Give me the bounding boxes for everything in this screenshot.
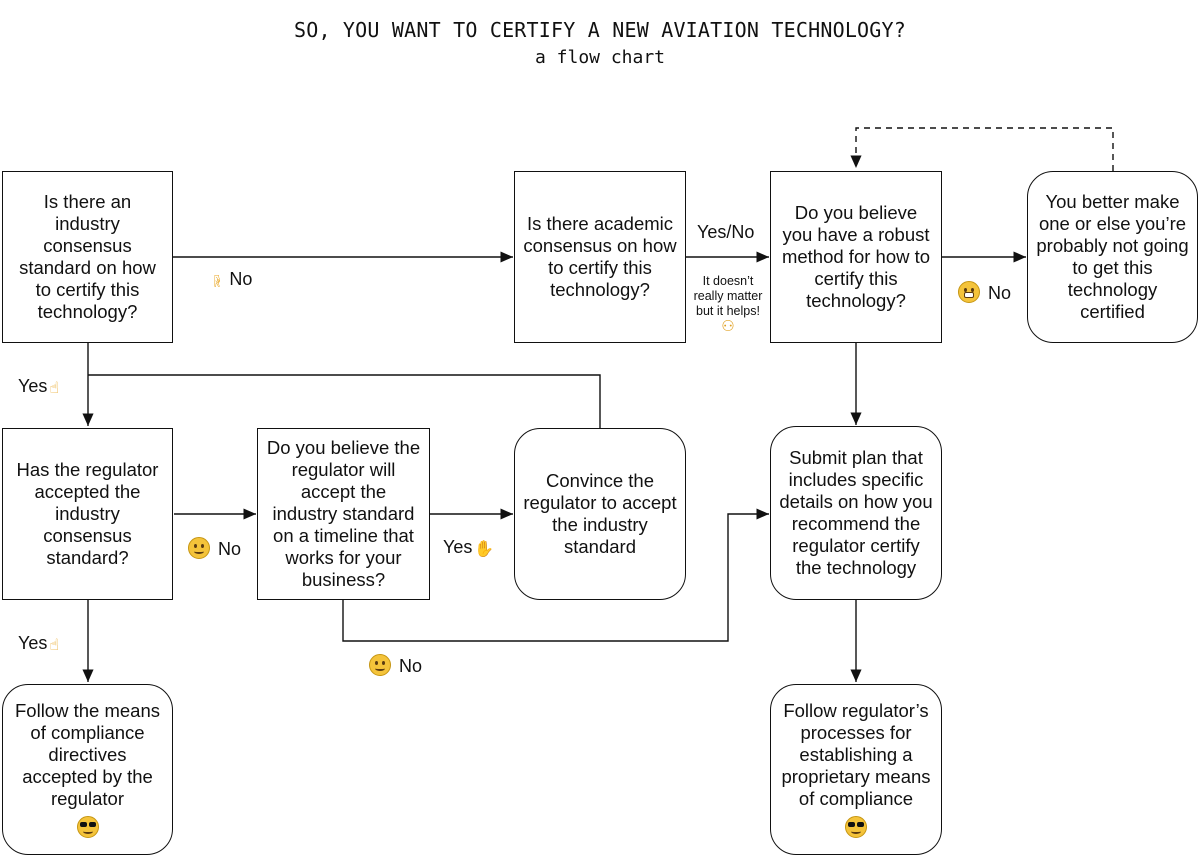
edge-believe-to-submit — [342, 508, 769, 642]
sunglasses-face-icon — [845, 816, 867, 839]
label-no-submit: No — [369, 654, 422, 677]
node-follow-processes-text: Follow regulator’s processes for establi… — [781, 700, 931, 809]
thumbs-up-icon: ☝ — [49, 637, 60, 654]
node-industry-consensus: Is there an industry consensus standard … — [2, 171, 173, 343]
sunglasses-face-icon — [76, 816, 99, 839]
node-follow-means: Follow the means of compliance directive… — [2, 684, 173, 855]
label-yes-convince: Yes✋ — [443, 537, 495, 558]
node-believe-regulator-text: Do you believe the regulator will accept… — [266, 437, 421, 590]
crying-face-icon — [188, 537, 210, 559]
node-submit-plan-text: Submit plan that includes specific detai… — [779, 447, 933, 578]
node-academic-consensus-text: Is there academic consensus on how to ce… — [523, 213, 677, 300]
node-believe-regulator: Do you believe the regulator will accept… — [257, 428, 430, 600]
node-make-one: You better make one or else you’re proba… — [1027, 171, 1198, 343]
chart-subtitle: a flow chart — [534, 47, 666, 68]
label-no-academic: ✌No — [210, 269, 253, 289]
node-convince-regulator: Convince the regulator to accept the ind… — [514, 428, 686, 600]
thumbs-down-icon: ✌ — [210, 271, 224, 288]
node-follow-processes: Follow regulator’s processes for establi… — [770, 684, 942, 855]
node-regulator-accepted-text: Has the regulator accepted the industry … — [16, 459, 159, 568]
edge-make-one-loop — [850, 127, 1114, 171]
label-no-believe: No — [188, 537, 241, 560]
label-yes-regulator: Yes☝ — [18, 376, 60, 397]
label-yes-no: Yes/No — [697, 222, 755, 242]
shrugging-person-icon: ⚇ — [721, 318, 735, 335]
label-doesnt-matter: It doesn’t really matter but it helps! ⚇ — [693, 274, 763, 335]
crying-face-icon — [369, 654, 391, 676]
chart-title: SO, YOU WANT TO CERTIFY A NEW AVIATION T… — [293, 18, 907, 42]
node-regulator-accepted: Has the regulator accepted the industry … — [2, 428, 173, 600]
node-robust-method: Do you believe you have a robust method … — [770, 171, 942, 343]
node-submit-plan: Submit plan that includes specific detai… — [770, 426, 942, 600]
call-me-hand-icon: ✋ — [474, 541, 495, 558]
edge-convince-return — [88, 374, 601, 428]
label-no-make-one: No — [958, 281, 1011, 304]
grimacing-face-icon — [958, 281, 980, 303]
node-make-one-text: You better make one or else you’re proba… — [1036, 191, 1189, 322]
node-industry-consensus-text: Is there an industry consensus standard … — [19, 191, 156, 322]
thumbs-up-icon: ☝ — [49, 380, 60, 397]
label-yes-follow: Yes☝ — [18, 633, 60, 654]
node-convince-regulator-text: Convince the regulator to accept the ind… — [523, 470, 677, 557]
node-robust-method-text: Do you believe you have a robust method … — [781, 202, 931, 311]
node-academic-consensus: Is there academic consensus on how to ce… — [514, 171, 686, 343]
node-follow-means-text: Follow the means of compliance directive… — [15, 700, 160, 809]
